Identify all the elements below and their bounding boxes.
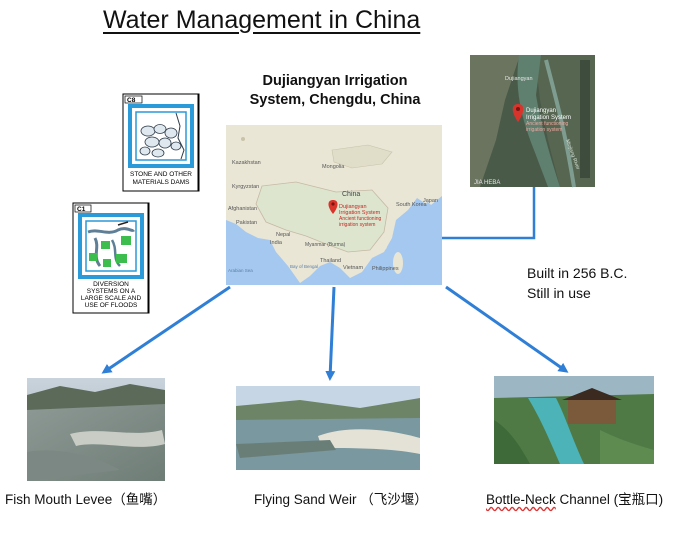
map-label-south-korea: South Korea — [396, 202, 428, 208]
c1-label-line-3: LARGE SCALE AND — [81, 295, 142, 302]
china-pin-desc-line-1: Ancient functioning — [339, 216, 381, 222]
fish-mouth-photo — [27, 378, 165, 481]
subtitle-line-1: Dujiangyan Irrigation — [262, 73, 408, 89]
map-label-china: China — [342, 191, 360, 198]
c1-diversion-icon: C1 DIVERSION SYSTEMS ON A LARGE SCALE AN… — [72, 202, 150, 314]
satellite-connector-line — [442, 187, 536, 240]
built-info: Built in 256 B.C. Still in use — [527, 263, 627, 303]
caption-flying-sand: Flying Sand Weir （飞沙堰） — [254, 492, 428, 507]
system-subtitle: Dujiangyan Irrigation System, Chengdu, C… — [222, 72, 448, 110]
map-label-kyrgyzstan: Kyrgyzstan — [232, 184, 259, 190]
c8-label-line-1: STONE AND OTHER — [130, 171, 192, 178]
map-label-afghanistan: Afghanistan — [228, 206, 257, 212]
map-label-india: India — [270, 240, 283, 246]
map-label-thailand: Thailand — [320, 258, 341, 264]
map-label-japan: Japan — [423, 198, 438, 204]
arrow-to-fish-mouth — [101, 285, 231, 374]
still-in-use: Still in use — [527, 285, 591, 301]
c1-label-line-1: DIVERSION — [93, 281, 129, 288]
c8-code: C8 — [127, 97, 136, 104]
china-map: Dujiangyan Irrigation System Ancient fun… — [226, 125, 442, 285]
map-label-philippines: Philippines — [372, 266, 399, 272]
arrow-to-flying-sand — [325, 286, 336, 381]
map-label-arabian-sea: Arabian Sea — [228, 268, 253, 273]
bottle-neck-photo — [494, 376, 654, 464]
caption-bottle-neck-rest: Channel (宝瓶口) — [555, 492, 664, 507]
c8-stone-dam-icon: C8 STONE AND OTHER MATERIALS DAMS — [122, 93, 200, 192]
c1-code: C1 — [77, 206, 86, 213]
satellite-pin-desc-line-1: Ancient functioning — [526, 121, 568, 127]
caption-bottle-neck: Bottle-Neck Channel (宝瓶口) — [486, 491, 663, 508]
caption-fish-mouth: Fish Mouth Levee（鱼嘴） — [5, 492, 167, 507]
page-title: Water Management in China — [103, 6, 421, 34]
china-pin-desc-line-2: irrigation system — [339, 222, 375, 228]
c1-label-line-4: USE OF FLOODS — [85, 302, 138, 309]
c8-label-line-2: MATERIALS DAMS — [133, 179, 191, 186]
china-map-pin-icon — [328, 200, 338, 214]
c1-label-line-2: SYSTEMS ON A — [87, 288, 136, 295]
map-label-pakistan: Pakistan — [236, 220, 257, 226]
arrow-to-bottle-neck — [445, 285, 569, 373]
satellite-pin-desc-line-2: irrigation system — [526, 127, 562, 133]
satellite-pin-title-line-2: Irrigation System — [526, 115, 571, 121]
satellite-pin-icon — [512, 104, 524, 122]
built-year: Built in 256 B.C. — [527, 265, 628, 281]
map-label-bay-of-bengal: Bay of Bengal — [290, 264, 318, 269]
subtitle-line-2: System, Chengdu, China — [249, 92, 421, 108]
map-label-mongolia: Mongolia — [322, 164, 345, 170]
caption-bottle-neck-word: Bottle-Neck — [486, 492, 556, 507]
china-pin-title-line-1: Dujiangyan — [339, 204, 367, 210]
map-label-myanmar: Myanmar (Burma) — [305, 242, 346, 248]
china-pin-title-line-2: Irrigation System — [339, 210, 381, 216]
satellite-map: Dujiangyan Dujiangyan Irrigation System … — [470, 55, 595, 188]
map-label-vietnam: Vietnam — [343, 265, 363, 271]
satellite-place-label: Dujiangyan — [505, 76, 533, 82]
map-label-nepal: Nepal — [276, 232, 290, 238]
satellite-bottom-label: JIA HEBA — [474, 180, 500, 186]
satellite-pin-title-line-1: Dujiangyan — [526, 108, 556, 114]
flying-sand-photo — [236, 386, 420, 470]
map-label-kazakhstan: Kazakhstan — [232, 160, 261, 166]
